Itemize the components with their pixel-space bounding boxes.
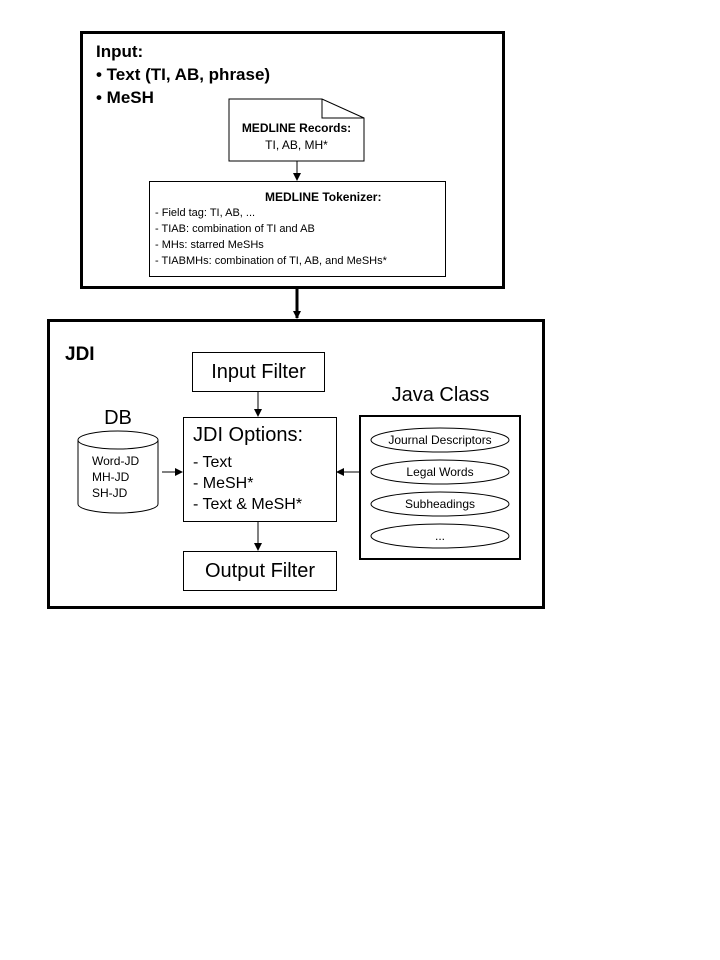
jdi-option-text-and-mesh: - Text & MeSH* <box>193 496 303 513</box>
jdi-option-mesh: - MeSH* <box>193 475 254 492</box>
java-item-more: ... <box>434 529 445 543</box>
jdi-title: JDI <box>65 344 95 365</box>
input-filter-box: Input Filter <box>192 352 325 392</box>
output-filter-label: Output Filter <box>204 559 316 582</box>
input-bullet-text: • Text (TI, AB, phrase) <box>96 65 271 84</box>
java-item-subheadings: Subheadings <box>404 497 476 511</box>
java-class-title: Java Class <box>391 384 490 406</box>
java-item-journal-descriptors: Journal Descriptors <box>388 433 492 447</box>
java-item-legal-words: Legal Words <box>406 465 474 479</box>
medline-records-shape <box>228 98 365 162</box>
jdi-options-title: JDI Options: <box>193 424 304 446</box>
java-ellipse-journal-descriptors <box>370 427 510 453</box>
db-cylinder <box>77 430 159 514</box>
tokenizer-line-field-tag: - Field tag: TI, AB, ... <box>155 207 256 219</box>
medline-records-fields: TI, AB, MH* <box>265 138 328 152</box>
java-ellipse-more <box>370 523 510 549</box>
db-item-word-jd: Word-JD <box>92 454 140 468</box>
java-ellipse-legal-words <box>370 459 510 485</box>
java-ellipse-subheadings <box>370 491 510 517</box>
db-label: DB <box>104 407 132 429</box>
tokenizer-box <box>149 181 446 277</box>
tokenizer-line-mhs: - MHs: starred MeSHs <box>155 239 264 251</box>
tokenizer-title: MEDLINE Tokenizer: <box>265 190 382 204</box>
medline-records-title: MEDLINE Records: <box>241 121 352 135</box>
tokenizer-line-tiab: - TIAB: combination of TI and AB <box>155 223 315 235</box>
input-heading: Input: <box>96 42 144 61</box>
db-item-mh-jd: MH-JD <box>92 470 130 484</box>
jdi-option-text: - Text <box>193 454 232 471</box>
input-bullet-mesh: • MeSH <box>96 88 154 107</box>
input-filter-label: Input Filter <box>211 360 306 383</box>
input-panel <box>80 31 505 289</box>
jdi-options-box <box>183 417 337 522</box>
tokenizer-line-tiabmhs: - TIABMHs: combination of TI, AB, and Me… <box>155 255 387 267</box>
db-item-sh-jd: SH-JD <box>92 486 128 500</box>
output-filter-box: Output Filter <box>183 551 337 591</box>
java-class-box <box>359 415 521 560</box>
jdi-panel <box>47 319 545 609</box>
